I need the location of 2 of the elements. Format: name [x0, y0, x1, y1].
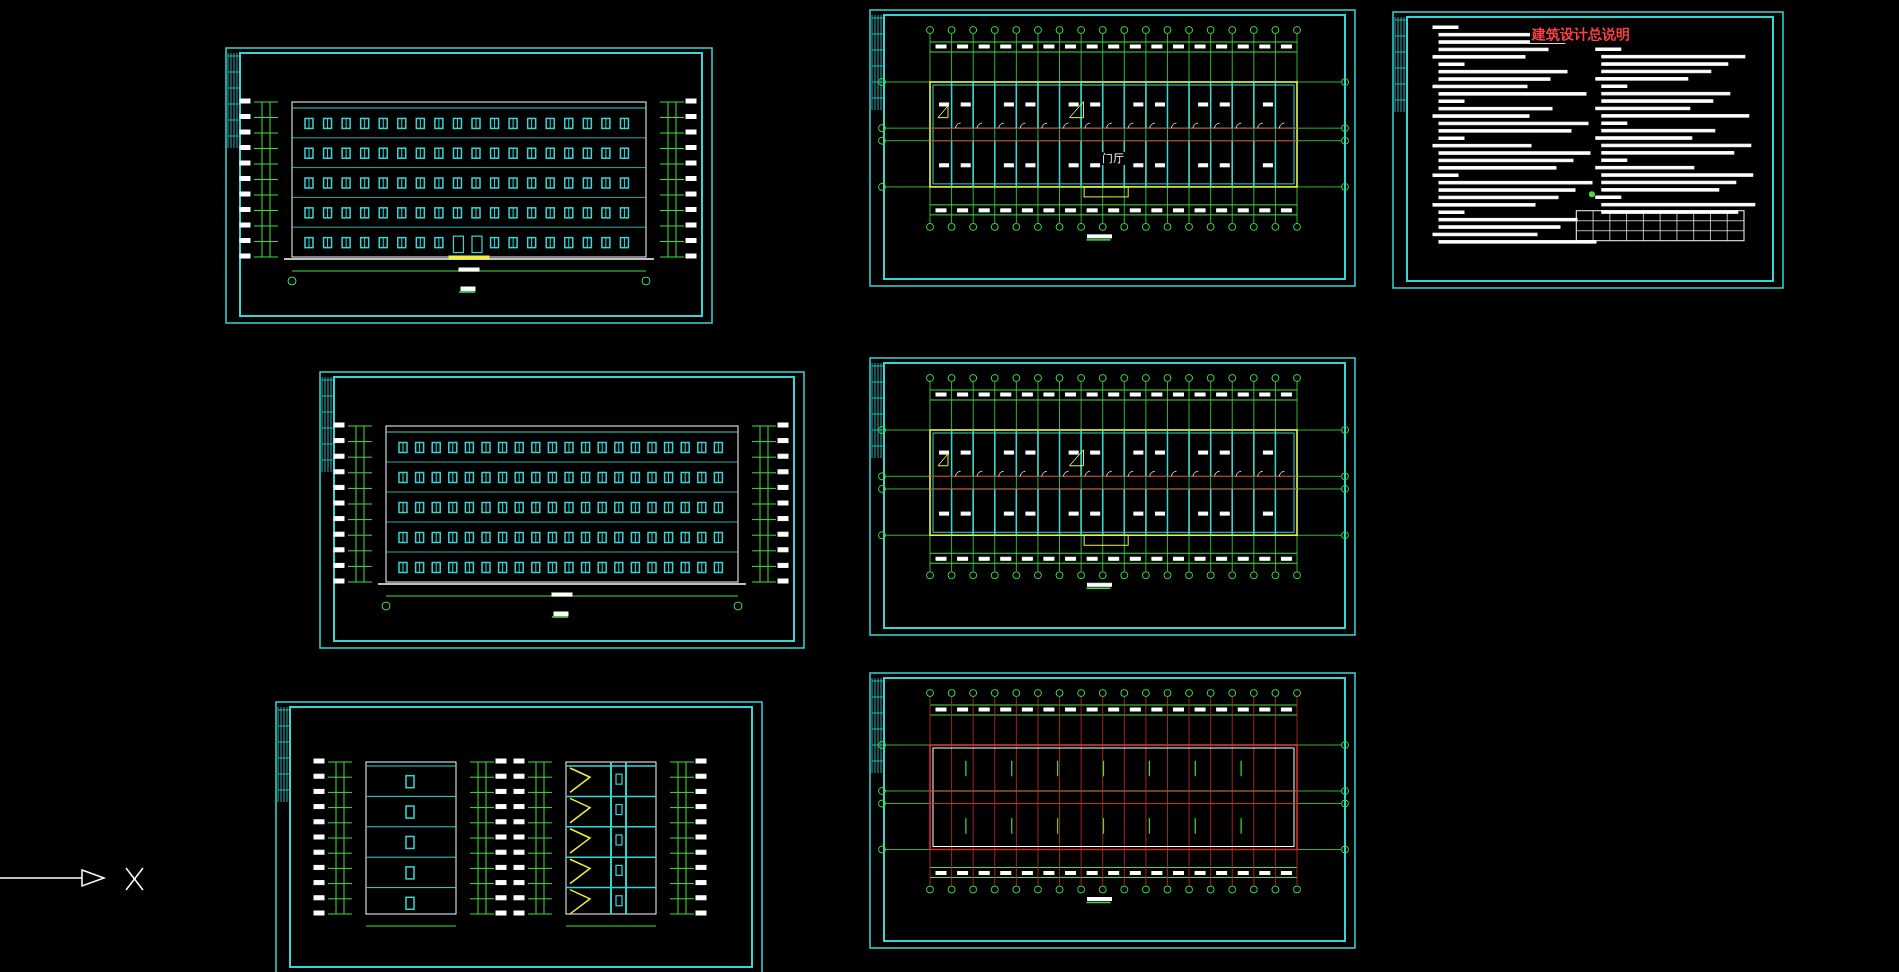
sheet-title: 建筑设计总说明 — [1530, 26, 1632, 43]
room-label: 门厅 — [1100, 152, 1126, 166]
